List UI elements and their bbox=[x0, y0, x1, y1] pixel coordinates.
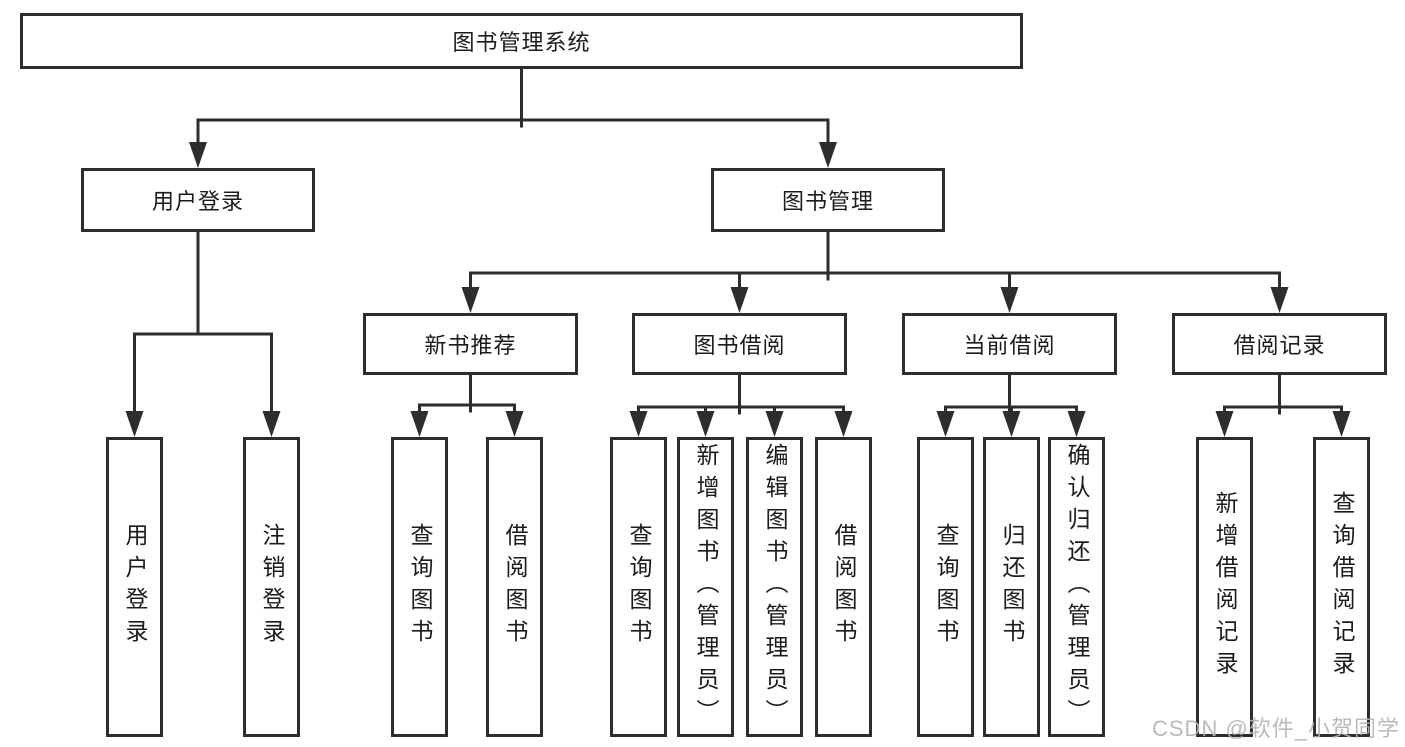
leaf-confirm-return-admin: 确认归还（管理员） bbox=[1048, 437, 1105, 737]
leaf-label: 查询借阅记录 bbox=[1329, 491, 1355, 683]
connector-user-login-to-leaves bbox=[125, 230, 281, 437]
leaf-label: 归还图书 bbox=[999, 523, 1025, 651]
leaf-label: 查询图书 bbox=[933, 523, 959, 651]
leaf-add-borrow-record: 新增借阅记录 bbox=[1196, 437, 1253, 737]
node-label: 图书借阅 bbox=[693, 333, 786, 358]
leaf-query-books-borrowing: 查询图书 bbox=[610, 437, 667, 737]
node-label: 新书推荐 bbox=[424, 333, 517, 358]
node-library-system: 图书管理系统 bbox=[20, 13, 1023, 69]
leaf-borrow-books-recommend: 借阅图书 bbox=[486, 437, 543, 737]
leaf-query-books-current: 查询图书 bbox=[917, 437, 974, 737]
watermark: CSDN @软件_小贺同学 bbox=[1152, 716, 1401, 741]
leaf-label: 新增图书（管理员） bbox=[693, 443, 719, 731]
leaf-label: 用户登录 bbox=[122, 523, 148, 651]
node-label: 借阅记录 bbox=[1233, 333, 1326, 358]
node-book-borrowing: 图书借阅 bbox=[632, 313, 847, 375]
leaf-query-borrow-record: 查询借阅记录 bbox=[1313, 437, 1370, 737]
leaf-label: 注销登录 bbox=[259, 523, 285, 651]
node-label: 图书管理系统 bbox=[452, 30, 591, 55]
node-label: 当前借阅 bbox=[963, 333, 1056, 358]
leaf-label: 确认归还（管理员） bbox=[1064, 443, 1090, 731]
leaf-edit-book-admin: 编辑图书（管理员） bbox=[746, 437, 803, 737]
leaf-borrow-books: 借阅图书 bbox=[815, 437, 872, 737]
connector-root-to-level2 bbox=[189, 67, 837, 168]
leaf-logout: 注销登录 bbox=[243, 437, 300, 737]
leaf-return-books: 归还图书 bbox=[983, 437, 1040, 737]
connector-new-book-to-leaves bbox=[410, 373, 524, 437]
node-borrow-records: 借阅记录 bbox=[1172, 313, 1387, 375]
node-user-login: 用户登录 bbox=[81, 168, 315, 232]
leaf-add-book-admin: 新增图书（管理员） bbox=[677, 437, 734, 737]
connector-book-mgmt-to-level3 bbox=[461, 231, 1289, 313]
leaf-user-login: 用户登录 bbox=[106, 437, 163, 737]
node-label: 图书管理 bbox=[781, 189, 874, 214]
node-book-management: 图书管理 bbox=[711, 168, 945, 232]
leaf-label: 新增借阅记录 bbox=[1212, 491, 1238, 683]
node-current-borrowing: 当前借阅 bbox=[902, 313, 1117, 375]
leaf-label: 借阅图书 bbox=[502, 523, 528, 651]
leaf-label: 编辑图书（管理员） bbox=[762, 443, 788, 731]
leaf-label: 查询图书 bbox=[407, 523, 433, 651]
node-new-book-recommend: 新书推荐 bbox=[363, 313, 578, 375]
leaf-query-books-recommend: 查询图书 bbox=[391, 437, 448, 737]
leaf-label: 查询图书 bbox=[626, 523, 652, 651]
leaf-label: 借阅图书 bbox=[831, 523, 857, 651]
node-label: 用户登录 bbox=[151, 189, 244, 214]
connector-borrow-records-to-leaves bbox=[1215, 373, 1351, 437]
connector-current-borrowing-to-leaves bbox=[936, 373, 1086, 437]
connector-book-borrowing-to-leaves bbox=[629, 373, 853, 437]
